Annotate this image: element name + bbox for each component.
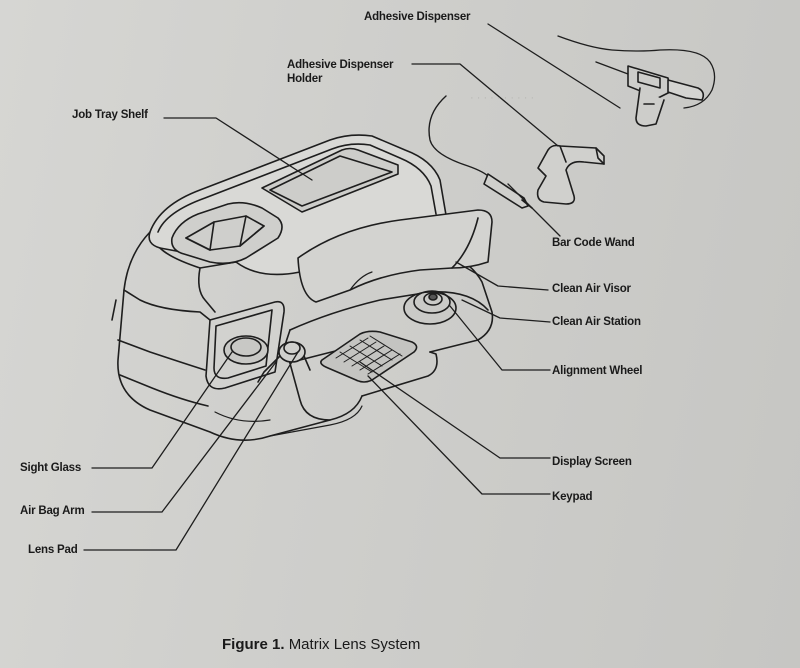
job-tray-shelf [261, 147, 399, 213]
label-adhesive-dispenser-holder: Adhesive Dispenser Holder [287, 58, 394, 86]
label-keypad: Keypad [552, 491, 593, 503]
bar-code-wand [428, 95, 533, 209]
label-adhesive-dispenser-holder-line1: Adhesive Dispenser [287, 59, 394, 71]
clean-air-visor [297, 209, 493, 303]
label-sight-glass: Sight Glass [20, 462, 82, 474]
adhesive-dispenser [557, 35, 716, 127]
side-vent [111, 299, 117, 321]
label-adhesive-dispenser: Adhesive Dispenser [364, 11, 471, 23]
label-alignment-wheel: Alignment Wheel [552, 365, 643, 377]
adhesive-dispenser-holder [536, 144, 605, 205]
figure-title: Matrix Lens System [288, 636, 421, 653]
alignment-wheel [403, 290, 457, 325]
left-cushion-block [170, 201, 283, 265]
label-bar-code-wand: Bar Code Wand [552, 237, 635, 249]
label-display-screen: Display Screen [552, 456, 632, 468]
label-clean-air-station: Clean Air Station [552, 316, 641, 328]
label-adhesive-dispenser-holder-line2: Holder [287, 73, 323, 85]
keypad-panel [320, 330, 418, 383]
figure-caption: Figure 1. Matrix Lens System [222, 636, 420, 653]
figure-number: Figure 1. [222, 636, 285, 653]
label-clean-air-visor: Clean Air Visor [552, 283, 631, 295]
label-lens-pad: Lens Pad [28, 544, 78, 556]
leader-lines [83, 23, 621, 551]
label-job-tray-shelf: Job Tray Shelf [72, 109, 148, 121]
air-bag-arm [223, 335, 311, 383]
label-air-bag-arm: Air Bag Arm [20, 505, 85, 517]
